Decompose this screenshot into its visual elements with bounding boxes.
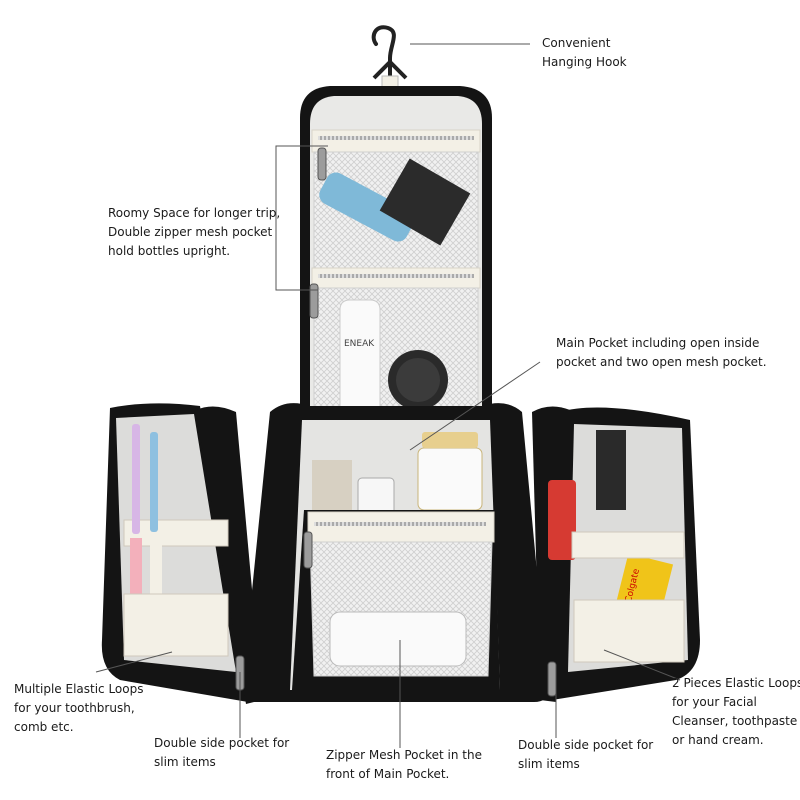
callout-roomy-line3: hold bottles upright. [108, 244, 231, 258]
callout-elastic-right-line3: Cleanser, toothpaste [672, 714, 798, 728]
callout-side-pocket-left: Double side pocket for slim items [154, 734, 289, 772]
callout-main-line2: pocket and two open mesh pocket. [556, 355, 767, 369]
callout-hook-line1: Convenient [542, 36, 611, 50]
callout-elastic-loops-right: 2 Pieces Elastic Loops for your Facial C… [672, 674, 800, 750]
left-side-pocket [101, 403, 262, 704]
callout-zipper-line2: front of Main Pocket. [326, 767, 450, 781]
callout-hanging-hook: Convenient Hanging Hook [542, 34, 627, 72]
callout-roomy-space: Roomy Space for longer trip, Double zipp… [108, 204, 280, 261]
callout-elastic-left-line1: Multiple Elastic Loops [14, 682, 144, 696]
main-body [241, 403, 548, 702]
callout-zipper-line1: Zipper Mesh Pocket in the [326, 748, 482, 762]
callout-elastic-left-line3: comb etc. [14, 720, 74, 734]
callout-elastic-right-line4: or hand cream. [672, 733, 764, 747]
right-side-pocket: Colgate [532, 406, 700, 702]
callout-side-left-line2: slim items [154, 755, 216, 769]
callout-side-left-line1: Double side pocket for [154, 736, 290, 750]
callout-main-line1: Main Pocket including open inside [556, 336, 760, 350]
hanging-hook [371, 25, 408, 97]
callout-roomy-line1: Roomy Space for longer trip, [108, 206, 281, 220]
upper-mesh-items: ENEAK [319, 158, 471, 421]
callout-main-pocket: Main Pocket including open inside pocket… [556, 334, 767, 372]
callout-elastic-left-line2: for your toothbrush, [14, 701, 135, 715]
callout-zipper-mesh-pocket: Zipper Mesh Pocket in the front of Main … [326, 746, 482, 784]
callout-side-right-line2: slim items [518, 757, 580, 771]
callout-elastic-loops-left: Multiple Elastic Loops for your toothbru… [14, 680, 143, 737]
callout-roomy-line2: Double zipper mesh pocket [108, 225, 273, 239]
callout-side-pocket-right: Double side pocket for slim items [518, 736, 653, 774]
callout-lines [95, 43, 681, 748]
bottle-brand-text: ENEAK [344, 339, 375, 349]
callout-side-right-line1: Double side pocket for [518, 738, 654, 752]
callout-elastic-right-line1: 2 Pieces Elastic Loops [672, 676, 800, 690]
callout-hook-line2: Hanging Hook [542, 55, 627, 69]
callout-elastic-right-line2: for your Facial [672, 695, 757, 709]
